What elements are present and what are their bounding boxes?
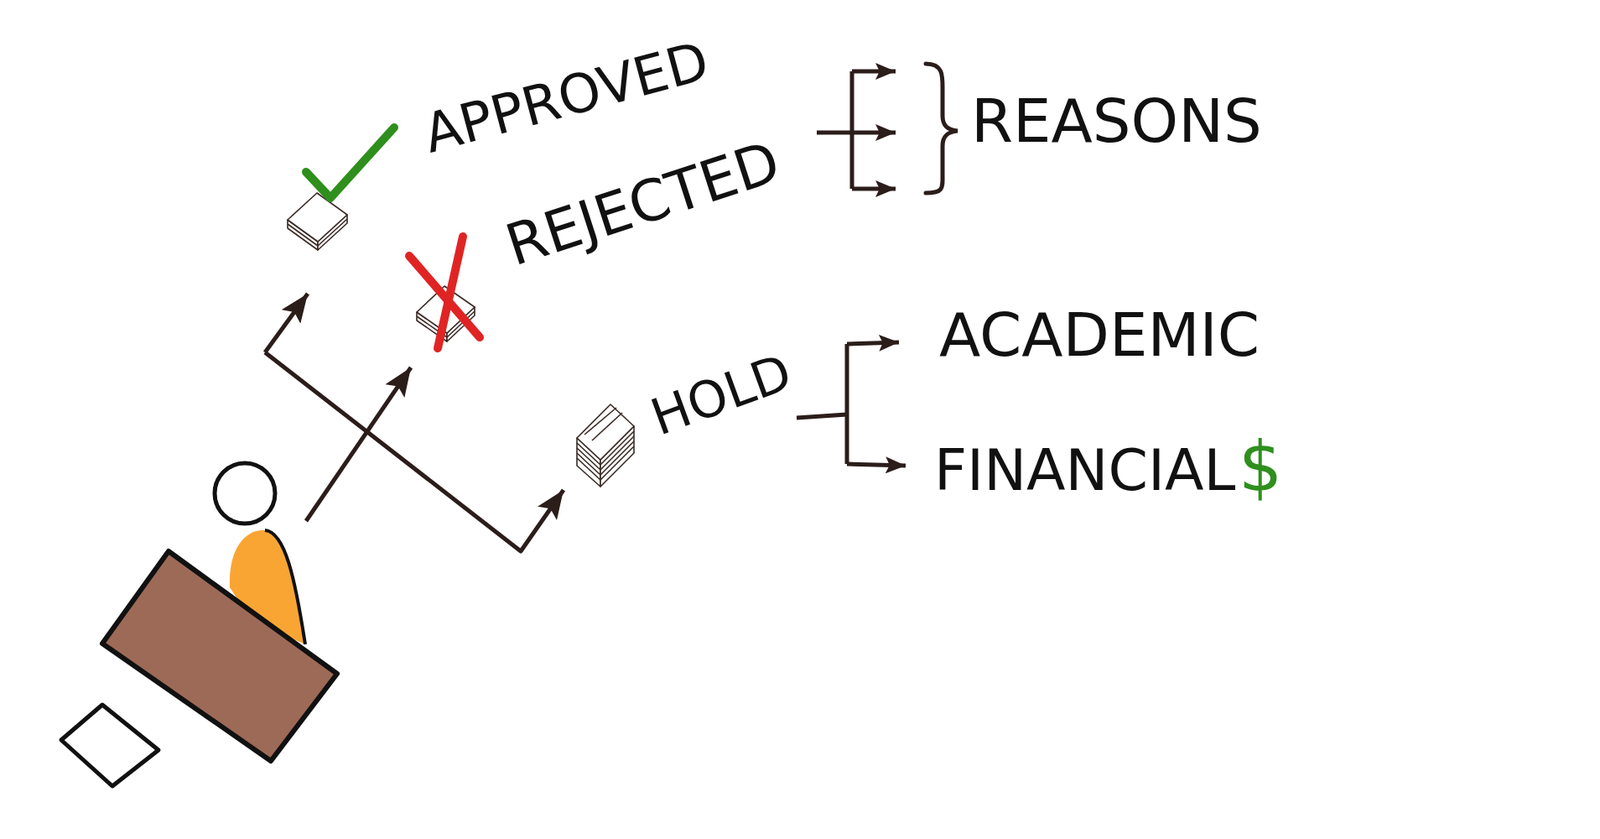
handwritten-label: $	[1238, 431, 1283, 501]
paper-sheet	[61, 704, 159, 786]
hold-split	[846, 463, 906, 466]
hold-split	[846, 342, 899, 344]
reasons-bracket	[851, 69, 896, 74]
handwritten-label: APPROVED	[418, 33, 715, 162]
decision-arrows	[264, 293, 564, 551]
person-head	[214, 462, 276, 524]
approved-document	[287, 192, 348, 242]
handwritten-label: ACADEMIC	[939, 304, 1260, 365]
handwritten-label: REJECTED	[499, 133, 787, 276]
desk	[102, 550, 338, 761]
check-mark	[306, 127, 395, 198]
approved-document	[287, 192, 348, 250]
hold-split	[796, 414, 847, 418]
cross-mark	[409, 236, 480, 349]
reasons-bracket	[816, 130, 852, 136]
reasons-bracket	[851, 130, 896, 136]
curly-brace	[925, 63, 958, 193]
hold-document-stack	[576, 407, 634, 480]
handwritten-label: FINANCIAL	[934, 441, 1236, 499]
reasons-bracket	[850, 71, 855, 189]
hold-document-stack	[576, 404, 634, 487]
arrow-rejected	[306, 367, 411, 521]
reasons-bracket	[851, 187, 896, 192]
arrow-hold	[264, 352, 564, 551]
reasons-bracket	[816, 63, 958, 193]
arrow-approved	[264, 293, 308, 353]
handwritten-label: HOLD	[644, 345, 798, 442]
cross-mark	[437, 236, 463, 349]
hold-split	[845, 343, 850, 464]
approved-document	[287, 218, 348, 246]
handwritten-label: REASONS	[971, 90, 1263, 151]
hold-split	[796, 342, 906, 466]
